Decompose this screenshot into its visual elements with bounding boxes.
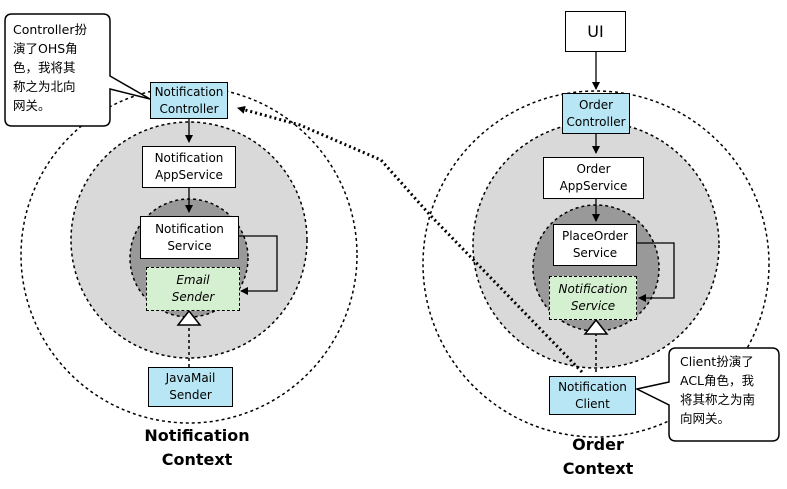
- placeorder-service-box[interactable]: PlaceOrder Service: [553, 224, 637, 266]
- notification-context-label: Notification Context: [144, 426, 250, 469]
- ui-box[interactable]: UI: [565, 11, 626, 52]
- callout-text-ohs: Controller扮 演了OHS角 色，我将其 称之为北向 网关。: [13, 22, 87, 113]
- notification-appservice-box[interactable]: Notification AppService: [142, 146, 236, 188]
- cross-context-call-line: [237, 105, 584, 374]
- order-appservice-box[interactable]: Order AppService: [543, 157, 644, 199]
- email-sender-box[interactable]: Email Sender: [146, 267, 240, 311]
- notification-service-box[interactable]: Notification Service: [140, 216, 239, 259]
- notification-controller-box[interactable]: Notification Controller: [150, 82, 228, 119]
- notification-client-box[interactable]: Notification Client: [549, 376, 636, 415]
- order-context-label: Order Context: [562, 435, 634, 478]
- arrow-placeorder-to-notificationservice: [637, 242, 675, 302]
- implements-triangle-notification: [176, 309, 202, 326]
- callout-bubble-acl: [634, 347, 780, 442]
- arrow-service-to-emailsender: [239, 235, 278, 295]
- order-controller-box[interactable]: Order Controller: [562, 93, 630, 134]
- callout-text-acl: Client扮演了 ACL角色，我 将其称之为南 向网关。: [680, 354, 756, 426]
- notification-service-interface-box[interactable]: Notification Service: [549, 276, 637, 320]
- callout-bubble-ohs: [4, 13, 151, 127]
- javamail-sender-box[interactable]: JavaMail Sender: [148, 367, 233, 407]
- implements-triangle-order: [583, 318, 609, 335]
